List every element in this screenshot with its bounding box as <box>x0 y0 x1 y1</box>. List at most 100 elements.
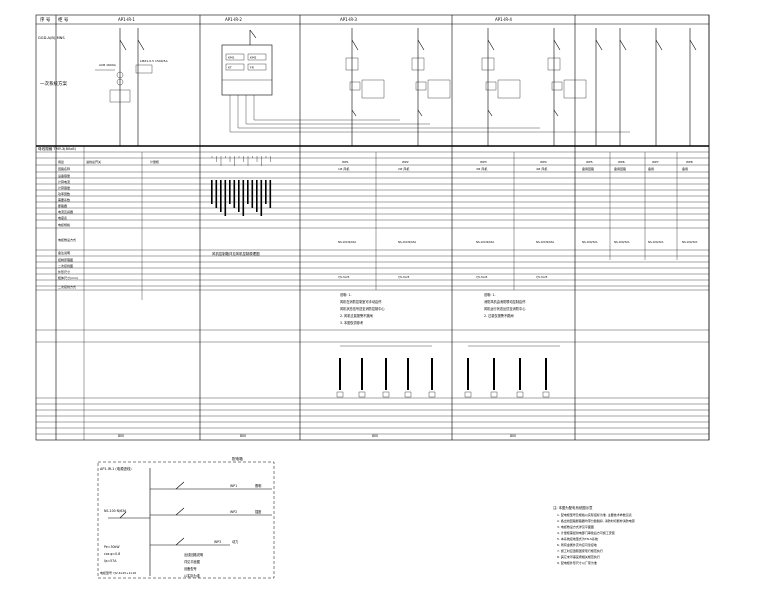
feeder-breaker: NS-100 N/63A <box>338 240 356 244</box>
notes-middle: 说明: 1. 风机在消防控制室可手动启停 风机状态信号送至消防控制中心 2. 风… <box>340 292 385 325</box>
note-right-1: 消防风机由消防联动控制启停 <box>484 299 526 304</box>
notes-line-5: 6. 所有金属外壳均应可靠接地 <box>557 542 597 547</box>
feeder-name: WP2 <box>402 160 409 164</box>
panel-header: 柜 号 <box>58 16 69 23</box>
note-mid-4: 3. 本图仅供参考 <box>340 320 363 325</box>
left-label: 回路名称 <box>58 166 70 171</box>
feeder-cable: YJV-3x25 <box>476 275 488 279</box>
feeder-type: 4# 风机 <box>536 166 547 171</box>
feeder-breaker: NS-100/32A <box>582 240 598 244</box>
left-label: 设备容量 <box>58 173 70 178</box>
panel-name-3: AP1-IR-3 <box>340 17 357 22</box>
schematic-out-2: WP2 <box>230 510 237 514</box>
middle-note: 风机控制箱详见风机控制原理图 <box>212 251 260 256</box>
general-notes: 注: 本图为配电系统图示意 1. 配电柜型号及规格以实际招标为准, 主要技术参数… <box>553 505 635 565</box>
left-label: 电度表 <box>58 215 67 220</box>
schematic-mid-3: 以实际为准 <box>184 573 201 578</box>
note-mid-2: 风机状态信号送至消防控制中心 <box>340 306 385 311</box>
note-right-0: 说明: 1. <box>484 292 496 297</box>
feeder-breaker: NS-100/32A <box>648 240 664 244</box>
schematic-out-1: WP1 <box>230 484 237 488</box>
left-label: 电缆规格 <box>58 222 70 227</box>
feeder-cable: YJV-3x25 <box>338 275 350 279</box>
left-label: 二次接线图 <box>58 263 73 268</box>
control-module: KM1 KM2 KT FR 风机控制箱详见风机控制原理图 <box>211 29 630 256</box>
feeder-type: 3# 风机 <box>476 166 487 171</box>
left-label: 用途 <box>58 159 64 164</box>
main-table-frame <box>35 14 710 441</box>
left-row-labels: 用途回路名称设备容量计算电流计算容量功率因数需要系数断路器电流互感器电度表电缆规… <box>58 159 78 289</box>
scheme-label: 一次系统方案 <box>40 80 67 87</box>
notes-line-7: 8. 其它未尽事宜按相关规范执行 <box>557 554 600 559</box>
incoming-panel-schematic: ACB 1600A LMZ1-0.5 1500/5A <box>95 28 169 146</box>
left-label: 控制原理图 <box>58 257 73 262</box>
feeder-labels: WP1 1# 风机 NS-100 N/63A WP2 2# 风机 NS-100 N/63A… <box>86 159 698 279</box>
notes-line-4: 5. 本系统接地型式为TN-S系统 <box>557 536 598 541</box>
bottom-val-2: 800 <box>240 434 246 438</box>
note-right-2: 风机运行状态反馈至消防中心 <box>484 306 526 311</box>
note-mid-0: 说明: 1. <box>340 292 352 297</box>
left-label: 备注说明 <box>58 250 70 255</box>
feeder-type: 1# 风机 <box>338 166 349 171</box>
feeder-type: 备用回路 <box>582 166 594 171</box>
left-label: 电缆敷设方式 <box>58 237 76 242</box>
left-label: 电流互感器 <box>58 209 73 214</box>
feeder-name: WP4 <box>540 160 547 164</box>
panel-name-4: AP1-IR-4 <box>495 17 512 22</box>
notes-right: 说明: 1. 消防风机由消防联动控制启停 风机运行状态反馈至消防中心 2. 过载… <box>484 292 526 318</box>
bottom-val-4: 800 <box>510 434 516 438</box>
busbar-label: 母线规格 TMY-3(80x8) <box>38 146 77 151</box>
notes-line-6: 7. 施工时应遵照国家现行规范执行 <box>557 548 603 553</box>
feeder-schematics <box>345 28 697 146</box>
feeder-breaker: NS-100/32A <box>682 240 698 244</box>
relay-kt: KT <box>228 66 232 70</box>
schematic-title: 配电箱 <box>232 456 243 461</box>
panel-name-2: AP1-IR-2 <box>225 17 242 22</box>
model-label: GGD-A(B)-MNS <box>38 36 65 40</box>
table-row-lines <box>36 157 709 435</box>
left-label: 计算容量 <box>58 185 70 190</box>
schematic-out-3: WP3 <box>214 540 221 544</box>
schematic-mid-1: 详见平面图 <box>184 559 200 564</box>
schematic-source: AP1-IR-1 (电源进线) <box>100 466 132 471</box>
left-label: 计算电流 <box>58 179 70 184</box>
bottom-val-3: 800 <box>372 434 378 438</box>
schematic-mid-0: 出线回路说明 <box>184 552 203 557</box>
bottom-val-1: 800 <box>118 434 124 438</box>
notes-line-1: 2. 各出线回路断路器均带分励脱扣, 消防时切断非消防电源 <box>557 518 635 523</box>
terminal-block-row <box>336 345 560 398</box>
feeder-name: WP6 <box>618 160 625 164</box>
left-label: 柜体尺寸(mm) <box>58 275 78 280</box>
schematic-out-label-3: 动力 <box>232 539 238 544</box>
feeder-type: 备用 <box>682 166 688 171</box>
feeder-type: 2# 风机 <box>398 166 409 171</box>
incoming-breaker-label: ACB 1600A <box>99 63 117 67</box>
left-label: 功率因数 <box>58 191 70 196</box>
feeder-breaker: NS-100 N/63A <box>398 240 416 244</box>
feeder-type: 备用回路 <box>614 166 626 171</box>
notes-line-8: 9. 配电柜外形尺寸以厂家为准 <box>557 560 597 565</box>
relay-km1: KM1 <box>228 56 235 60</box>
feeder-cable: YJV-3x25 <box>536 275 548 279</box>
feeder-name: WP3 <box>480 160 487 164</box>
sub-distribution-schematic: 配电箱 AP1-IR-1 (电源进线) NS-100 N/63A WP1 WP2… <box>97 456 275 579</box>
notes-line-2: 3. 电缆敷设方式详见平面图 <box>557 524 594 529</box>
note-right-3: 2. 过载仅报警不跳闸 <box>484 313 514 318</box>
panel-name-1: AP1-IR-1 <box>118 17 135 22</box>
notes-title: 注: 本图为配电系统图示意 <box>553 505 593 510</box>
left-label: 断路器 <box>58 203 67 208</box>
left-label: 二次接线方式 <box>58 284 76 289</box>
feeder-breaker: NS-100 N/63A <box>476 240 494 244</box>
incoming-ct-label: LMZ1-0.5 1500/5A <box>140 59 169 63</box>
feeder-cable: YJV-3x25 <box>398 275 410 279</box>
left-label: 需要系数 <box>58 197 70 202</box>
note-mid-1: 风机在消防控制室可手动启停 <box>340 299 382 304</box>
feeder-name: WP7 <box>652 160 659 164</box>
feeder-breaker: NS-100/32A <box>614 240 630 244</box>
feeder-name: WP5 <box>586 160 593 164</box>
feeder-name: WP8 <box>686 160 693 164</box>
schematic-out-label-2: 插座 <box>255 509 262 514</box>
feeder-name: WP1 <box>342 160 349 164</box>
incoming-label-1: 进线总开关 <box>86 159 101 164</box>
schematic-power: Pe=30kW <box>104 545 120 549</box>
